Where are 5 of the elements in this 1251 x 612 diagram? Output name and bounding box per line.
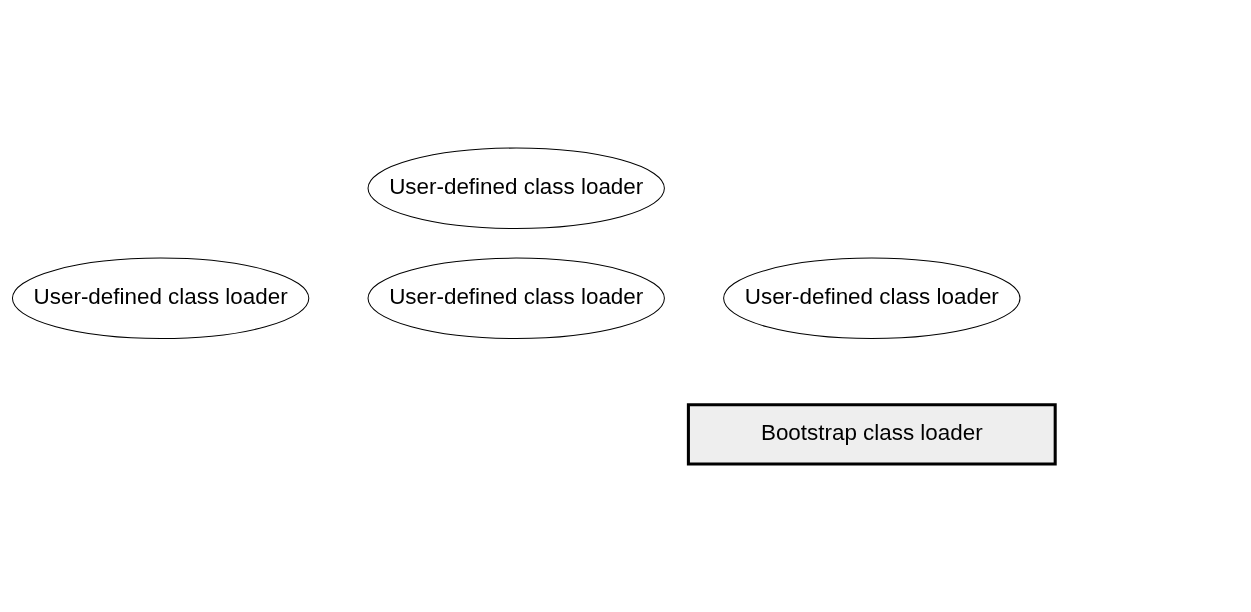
node-ellipse: User-defined class loader bbox=[367, 257, 665, 340]
node-ellipse: User-defined class loader bbox=[723, 257, 1021, 340]
node-ellipse: User-defined class loader bbox=[367, 147, 665, 230]
node-ellipse: User-defined class loader bbox=[11, 257, 310, 340]
node-box: Bootstrap class loader bbox=[686, 403, 1057, 466]
